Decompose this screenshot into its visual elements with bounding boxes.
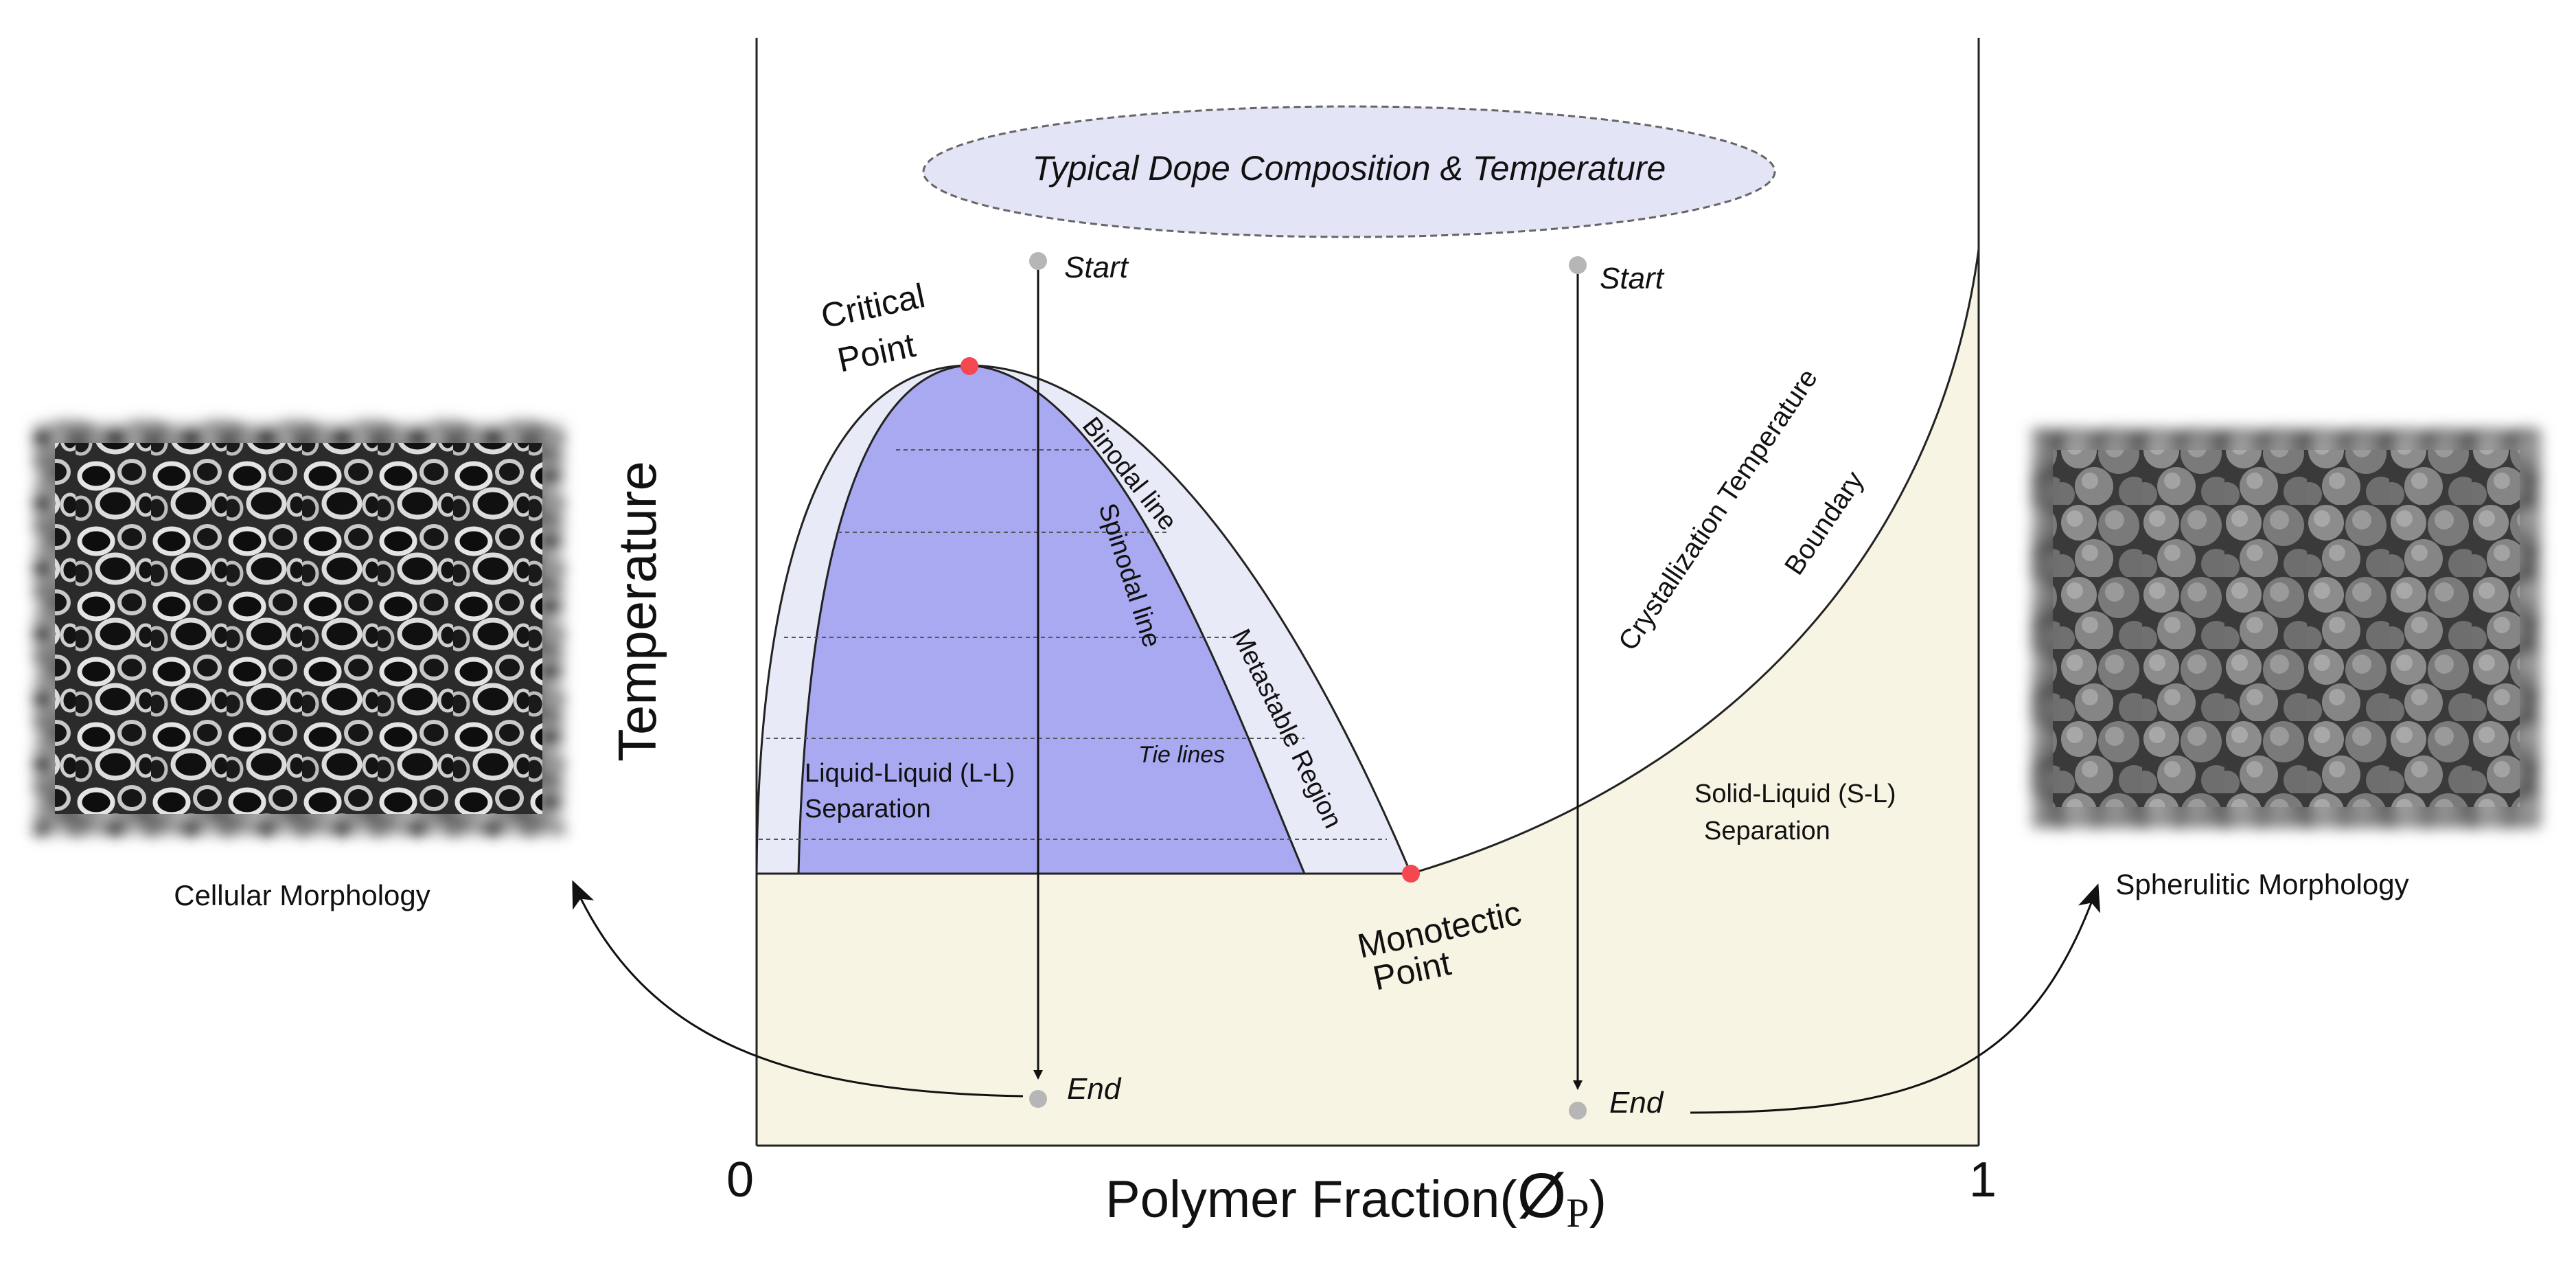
critical-point-label-2: Point [834, 326, 919, 379]
sl-region-label-2: Separation [1704, 817, 1830, 845]
x-tick-0: 0 [726, 1152, 754, 1207]
start-marker-right [1569, 256, 1587, 274]
start-label-right: Start [1600, 262, 1665, 295]
spherulitic-morphology-image [2032, 429, 2540, 828]
start-marker-left [1029, 252, 1047, 270]
crystallization-label-1: Crystallization Temperature [1613, 363, 1824, 656]
dope-label: Typical Dope Composition & Temperature [1033, 149, 1666, 188]
crystallization-label-2: Boundary [1779, 466, 1870, 580]
end-label-left: End [1067, 1072, 1122, 1106]
x-axis-label: Polymer Fraction(ØP) [1105, 1161, 1607, 1236]
ll-region-label-1: Liquid-Liquid (L-L) [805, 759, 1015, 788]
crystallization-boundary [1410, 249, 1980, 875]
spherulitic-morphology-label: Spherulitic Morphology [2115, 868, 2408, 900]
critical-point-marker [961, 357, 978, 375]
end-label-right: End [1609, 1086, 1664, 1120]
cellular-morphology-label: Cellular Morphology [174, 879, 430, 911]
monotectic-point-marker [1402, 865, 1420, 883]
dope-ellipse [922, 105, 1776, 238]
tie-lines-group [759, 449, 1387, 840]
tie-lines-label: Tie lines [1138, 742, 1225, 768]
y-axis-label: Temperature [607, 461, 667, 762]
x-tick-1: 1 [1969, 1152, 1997, 1207]
solid-liquid-region [757, 249, 1979, 1146]
end-marker-left [1029, 1090, 1047, 1108]
ll-region-label-2: Separation [805, 795, 931, 823]
arrow-to-cellular [572, 880, 1024, 1098]
arrow-to-spherulitic [1690, 883, 2101, 1114]
end-marker-right [1569, 1102, 1587, 1120]
start-label-left: Start [1064, 251, 1129, 284]
critical-point-label-1: Critical [818, 276, 928, 336]
cellular-morphology-image [34, 422, 563, 834]
sl-region-label-1: Solid-Liquid (S-L) [1694, 780, 1896, 808]
